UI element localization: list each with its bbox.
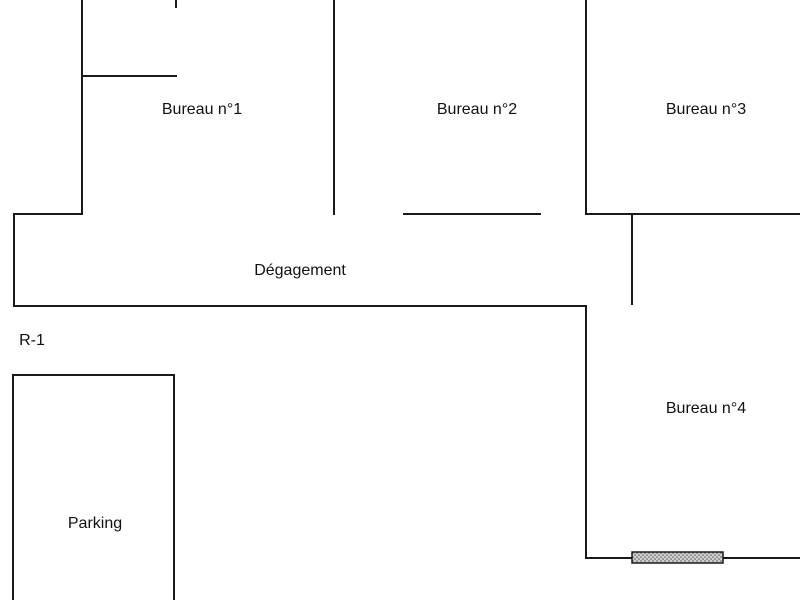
room-label-bureau-2: Bureau n°2	[436, 101, 518, 118]
room-label-bureau-4: Bureau n°4	[665, 400, 747, 417]
room-label-bureau-3: Bureau n°3	[665, 101, 747, 118]
wall-parking	[12, 374, 175, 600]
wall-degagement-left	[13, 213, 587, 307]
window-bureau-4	[631, 551, 724, 564]
wall-bureau-4-outline	[585, 305, 800, 559]
level-label: R-1	[19, 332, 45, 349]
room-label-bureau-1: Bureau n°1	[161, 101, 243, 118]
room-label-parking: Parking	[67, 515, 123, 532]
room-label-degagement: Dégagement	[254, 262, 346, 279]
